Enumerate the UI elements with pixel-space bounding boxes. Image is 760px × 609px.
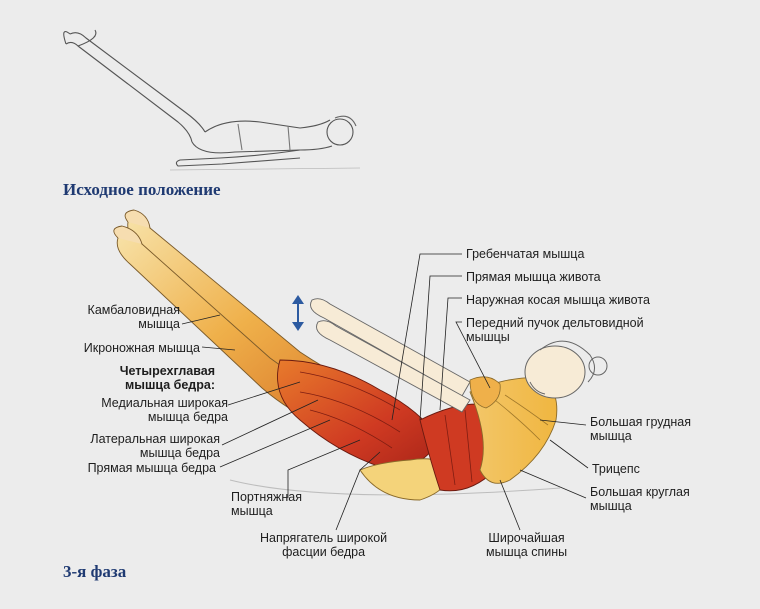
label-tensor-fasciae-latae: Напрягатель широкой фасции бедра bbox=[260, 531, 388, 559]
label-pectoralis-major: Большая грудная мышца bbox=[590, 415, 692, 443]
label-gastrocnemius: Икроножная мышца bbox=[83, 341, 200, 355]
start-position-figure bbox=[63, 29, 361, 171]
label-pectineus: Гребенчатая мышца bbox=[466, 247, 585, 261]
label-rectus-abdominis: Прямая мышца живота bbox=[466, 270, 601, 284]
label-anterior-deltoid: Передний пучок дельтовидной мышцы bbox=[466, 316, 644, 344]
label-vastus-medialis: Медиальная широкая мышца бедра bbox=[101, 396, 228, 424]
label-rectus-femoris: Прямая мышца бедра bbox=[87, 461, 216, 475]
leader-lines bbox=[181, 253, 589, 531]
label-teres-major: Большая круглая мышца bbox=[590, 485, 690, 513]
phase-title-phase3: 3-я фаза bbox=[63, 562, 127, 581]
phase-title-start: Исходное положение bbox=[63, 180, 221, 199]
label-external-oblique: Наружная косая мышца живота bbox=[466, 293, 650, 307]
label-quadriceps: Четырехглавая мышца бедра: bbox=[119, 364, 215, 392]
label-vastus-lateralis: Латеральная широкая мышца бедра bbox=[90, 432, 220, 460]
label-sartorius: Портняжная мышца bbox=[231, 490, 302, 518]
movement-arrow-icon bbox=[292, 295, 304, 331]
label-triceps: Трицепс bbox=[592, 462, 640, 476]
label-soleus: Камбаловидная мышца bbox=[87, 303, 180, 331]
label-latissimus-dorsi: Широчайшая мышца спины bbox=[486, 531, 568, 559]
phase3-figure bbox=[113, 209, 608, 501]
